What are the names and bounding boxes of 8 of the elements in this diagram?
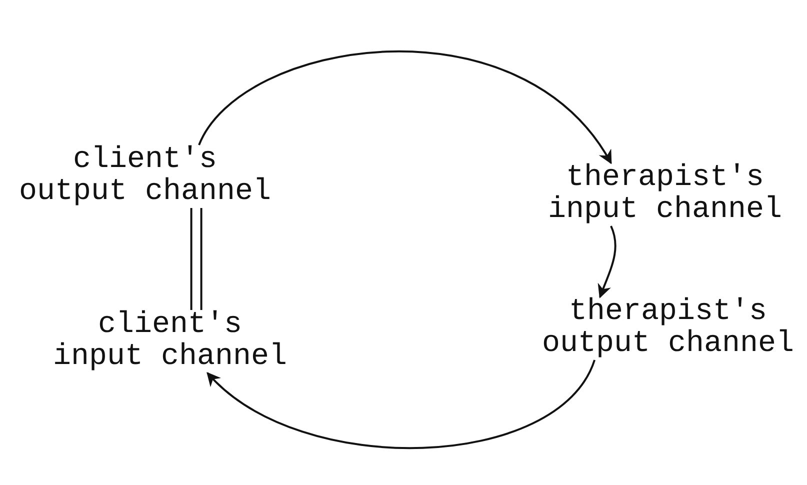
curved-arrow [206, 360, 596, 449]
curved-arrow [198, 50, 612, 164]
double-line [190, 207, 202, 311]
channel-label: therapist's input channel [530, 163, 800, 226]
channel-label: therapist's output channel [532, 297, 804, 360]
channel-label: client's input channel [45, 310, 295, 373]
channel-label: client's output channel [10, 145, 280, 208]
curved-arrow [598, 226, 616, 298]
